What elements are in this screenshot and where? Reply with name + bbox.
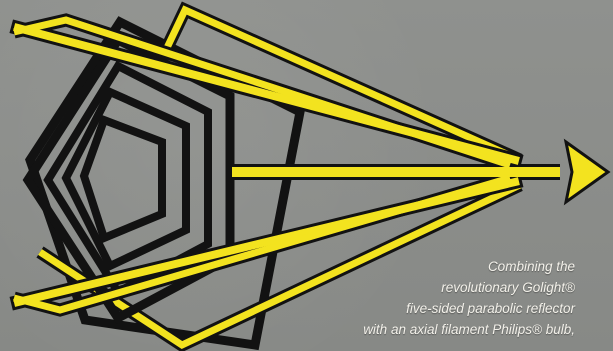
arrow-head [566,142,608,202]
pentagon-inner [84,120,162,238]
caption-text: Combining the revolutionary Golight® fiv… [255,256,575,340]
caption-line-2: revolutionary Golight® [255,277,575,298]
caption-line-1: Combining the [255,256,575,277]
caption-line-4: with an axial filament Philips® bulb, [255,319,575,340]
caption-line-3: five-sided parabolic reflector [255,298,575,319]
